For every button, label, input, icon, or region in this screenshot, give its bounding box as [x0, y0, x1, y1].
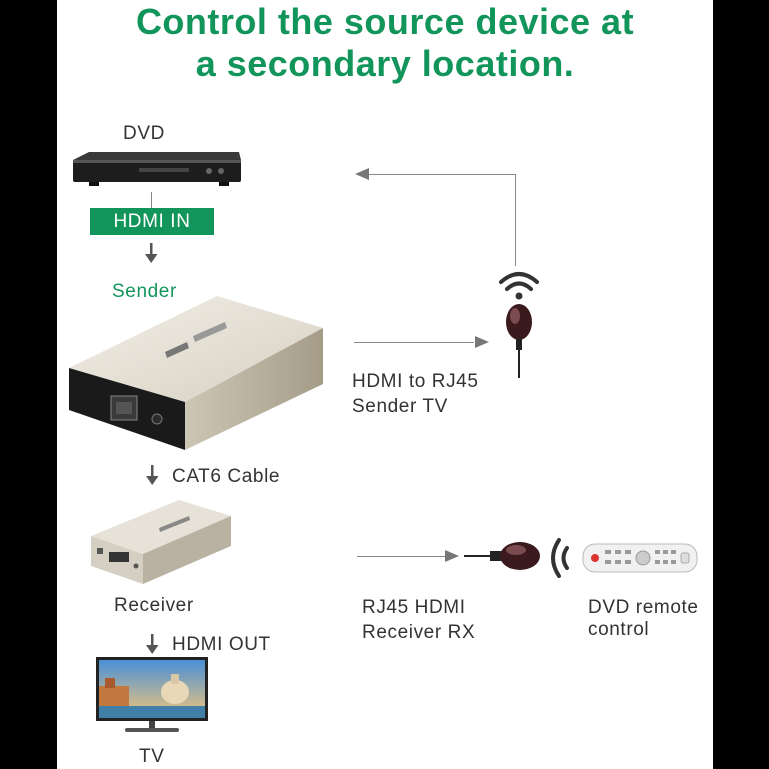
hdmi-out-label: HDMI OUT [172, 634, 271, 655]
sender-tv-label-line-1: HDMI to RJ45 [352, 371, 479, 392]
remote-label-line-1: DVD remote [588, 597, 699, 618]
return-arrow [355, 168, 369, 180]
sender-box-icon [69, 296, 323, 450]
hdmi-in-badge: HDMI IN [90, 208, 214, 235]
title-line-1: Control the source device at [135, 1, 635, 42]
tv-label: TV [139, 746, 165, 767]
sender-to-tx-line [354, 342, 474, 343]
down-arrow-icon [145, 243, 158, 263]
remote-label-line-2: control [588, 619, 650, 640]
rx-line [357, 556, 445, 557]
return-vertical-line [515, 174, 516, 266]
ir-receiver-icon [464, 542, 540, 570]
rx-arrow [445, 550, 459, 562]
sender-tv-label-line-2: Sender TV [352, 396, 448, 417]
diagram-canvas: Control the source device at a secondary… [57, 0, 713, 769]
remote-control-icon [582, 543, 698, 573]
receiver-rx-label-line-1: RJ45 HDMI [362, 597, 466, 618]
receiver-rx-label-line-2: Receiver RX [362, 622, 476, 643]
ir-transmitter-icon [506, 304, 532, 378]
down-arrow-icon [146, 465, 159, 485]
tv-icon [96, 657, 208, 732]
receiver-box-icon [91, 500, 231, 584]
down-arrow-icon [146, 634, 159, 654]
return-horizontal-line [369, 174, 516, 175]
cat6-cable-label: CAT6 Cable [172, 466, 281, 487]
sender-to-tx-arrow [475, 336, 489, 348]
dvd-connector-line [151, 192, 152, 208]
receiver-label: Receiver [114, 595, 194, 616]
wifi-signal-icon [499, 272, 539, 300]
dvd-player-icon [73, 152, 241, 186]
title-line-2: a secondary location. [195, 43, 575, 84]
dvd-label: DVD [123, 123, 165, 144]
sender-label: Sender [112, 281, 177, 302]
ir-wave-icon [551, 538, 569, 578]
